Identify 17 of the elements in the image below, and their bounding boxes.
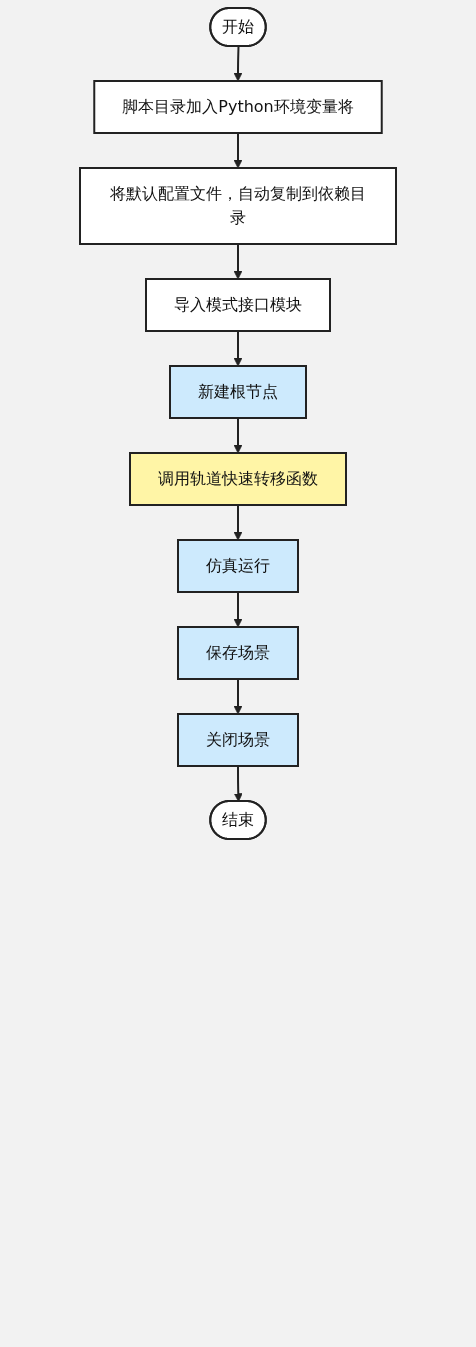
arrow <box>233 132 243 169</box>
arrow <box>233 417 243 454</box>
node-box: 调用轨道快速转移函数 <box>129 452 347 506</box>
node-box: 仿真运行 <box>177 539 299 593</box>
arrow <box>233 330 243 367</box>
arrow <box>233 591 243 628</box>
node-box: 关闭场景 <box>177 713 299 767</box>
arrow <box>233 243 243 280</box>
node-box: 新建根节点 <box>169 365 307 419</box>
arrow <box>233 678 243 715</box>
node-box: 将默认配置文件，自动复制到依赖目录 <box>79 167 397 245</box>
node-box: 脚本目录加入Python环境变量将 <box>93 80 383 134</box>
node-box: 保存场景 <box>177 626 299 680</box>
arrow <box>233 504 243 541</box>
node-box: 导入模式接口模块 <box>145 278 331 332</box>
arrow <box>233 765 243 802</box>
arrow <box>233 45 243 82</box>
